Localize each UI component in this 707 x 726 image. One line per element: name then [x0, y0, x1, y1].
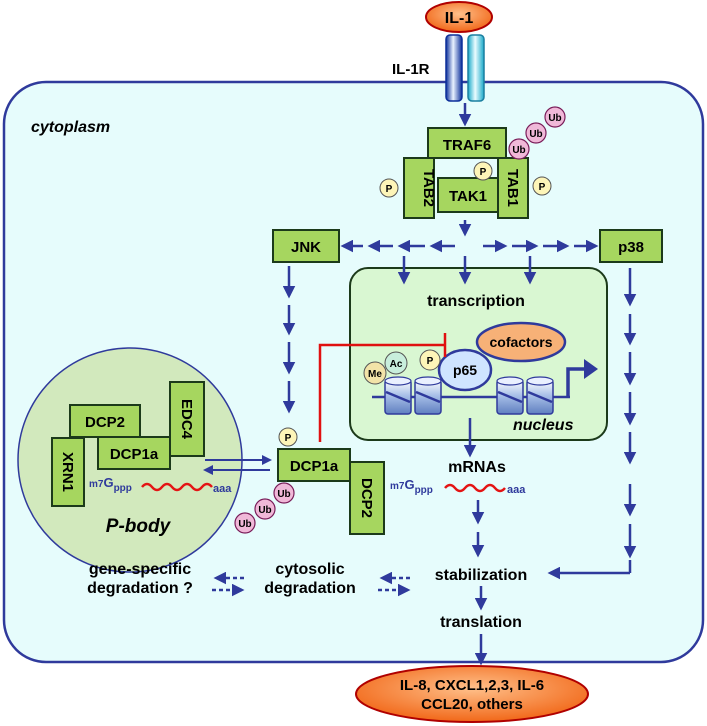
traf6-box — [427, 127, 507, 159]
cytoplasm-label: cytoplasm — [31, 119, 110, 136]
cofactors-label: cofactors — [489, 334, 552, 350]
polya-label-pbody: aaa — [213, 483, 232, 495]
arrows-into-nucleus — [397, 256, 537, 285]
ac-circle — [384, 351, 408, 375]
traf6-label: TRAF6 — [443, 137, 491, 154]
cap-label-cyto: m7Gppp — [390, 477, 433, 496]
ub-circle-traf6-2 — [525, 122, 547, 144]
receptor-chain-2 — [467, 34, 485, 102]
nucleosome-3 — [496, 376, 524, 415]
stabilization-label: stabilization — [435, 567, 527, 584]
ub-label-traf6-3: Ub — [548, 113, 561, 124]
p-label-tak1: P — [480, 167, 487, 178]
p38-box — [599, 229, 663, 263]
cofactors-ellipse — [475, 321, 567, 363]
pbody-label: P-body — [106, 516, 172, 537]
dcp2-pbody-label: DCP2 — [85, 414, 125, 431]
output-label-2: CCL20, others — [421, 696, 523, 713]
xrn1-label: XRN1 — [59, 452, 76, 492]
ub-label-traf6-2: Ub — [529, 129, 542, 140]
ac-label: Ac — [390, 359, 403, 370]
edc4-box — [169, 381, 205, 457]
p-label-p65: P — [427, 356, 434, 367]
dcp2-cyto-label: DCP2 — [358, 478, 375, 518]
nucleosome-2 — [414, 376, 442, 415]
tab2-box — [403, 157, 435, 219]
p-label-dcp1a: P — [285, 433, 292, 444]
mrna-wave-cyto — [444, 483, 506, 493]
nucleosome-4 — [526, 376, 554, 415]
p65-label: p65 — [453, 362, 477, 378]
jnk-label: JNK — [291, 239, 321, 256]
p65-ellipse — [437, 348, 493, 392]
p-circle-dcp1a — [278, 427, 298, 447]
transcription-start-arrow — [566, 367, 586, 397]
cytosolic-label-1: cytosolic — [275, 561, 344, 578]
tab1-box — [497, 157, 529, 219]
p-circle-tab1 — [532, 176, 552, 196]
me-label: Me — [368, 369, 382, 380]
dcp1a-pbody-box — [97, 436, 171, 470]
nucleosome-1 — [384, 376, 412, 415]
p-label-tab2: P — [386, 184, 393, 195]
p-circle-p65 — [419, 349, 441, 371]
ub-label-dcp1a-2: Ub — [258, 505, 271, 516]
tab2-label: TAB2 — [420, 169, 437, 207]
edc4-label: EDC4 — [178, 399, 195, 440]
tak1-label: TAK1 — [449, 188, 487, 205]
dcp1a-pbody-label: DCP1a — [110, 446, 159, 463]
tab1-label: TAB1 — [504, 169, 521, 207]
mrnas-label: mRNAs — [448, 459, 506, 476]
gene-specific-label-1: gene-specific — [89, 561, 191, 578]
me-circle — [363, 361, 387, 385]
ub-label-traf6-1: Ub — [512, 145, 525, 156]
p-circle-tab2 — [379, 178, 399, 198]
p-circle-tak1 — [473, 161, 493, 181]
inhibition-line — [318, 343, 445, 442]
il1r-label: IL-1R — [392, 61, 430, 78]
ub-label-dcp1a-3: Ub — [238, 519, 251, 530]
ub-circle-traf6-3 — [544, 106, 566, 128]
p38-label: p38 — [618, 239, 644, 256]
dcp2-cyto-box — [349, 461, 385, 535]
p-label-tab1: P — [539, 182, 546, 193]
il1-ligand — [425, 1, 493, 33]
ub-circle-traf6-1 — [508, 138, 530, 160]
dcp2-pbody-box — [69, 404, 141, 438]
translation-label: translation — [440, 614, 522, 631]
ub-circle-dcp1a-3 — [234, 512, 256, 534]
cap-label-pbody: m7Gppp — [89, 475, 132, 494]
nucleus-label: nucleus — [513, 417, 574, 434]
il1-label: IL-1 — [445, 10, 474, 27]
gene-specific-label-2: degradation ? — [87, 580, 193, 597]
output-cytokines — [355, 665, 589, 723]
xrn1-box — [51, 437, 85, 507]
receptor-chain-1 — [445, 34, 463, 102]
ub-circle-dcp1a-1 — [273, 482, 295, 504]
jnk-box — [272, 229, 340, 263]
cytosolic-label-2: degradation — [264, 580, 356, 597]
ub-circle-dcp1a-2 — [254, 498, 276, 520]
dcp1a-cyto-label: DCP1a — [290, 458, 339, 475]
mrna-wave-pbody — [141, 482, 213, 492]
polya-label-cyto: aaa — [507, 484, 526, 496]
transcription-start-arrowhead — [584, 359, 598, 379]
transcription-label: transcription — [427, 293, 525, 310]
output-label-1: IL-8, CXCL1,2,3, IL-6 — [400, 677, 544, 694]
ub-label-dcp1a-1: Ub — [277, 489, 290, 500]
